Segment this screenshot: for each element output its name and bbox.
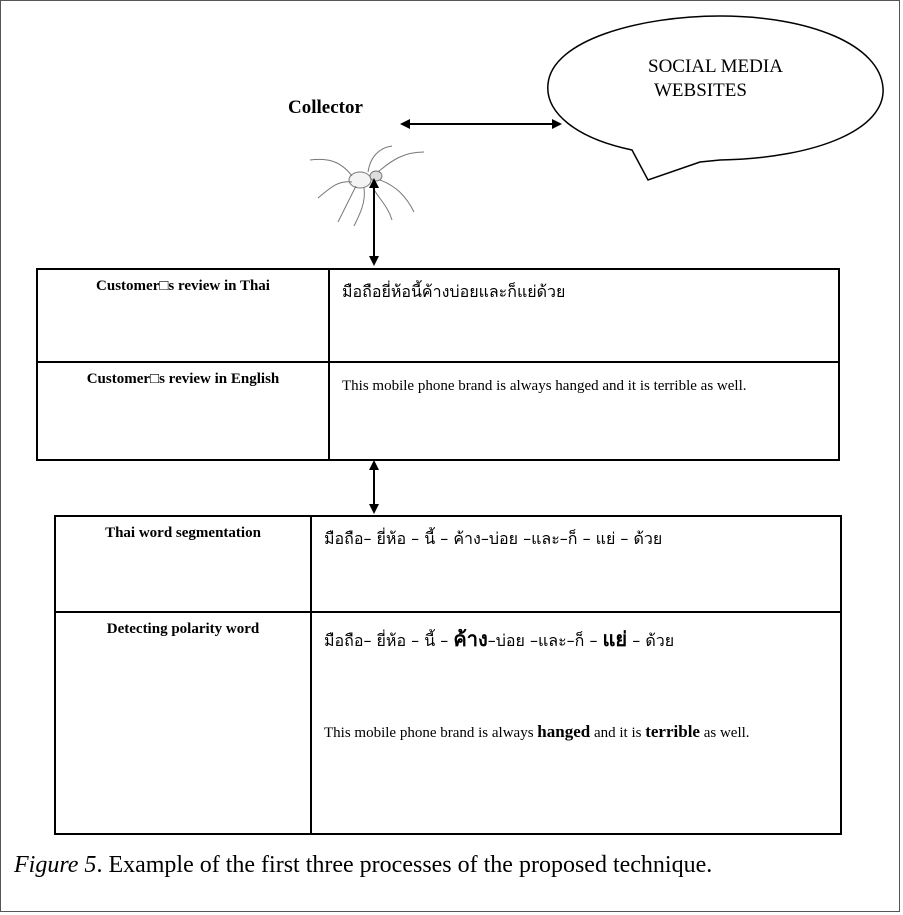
table-row: Customer□s review in English This mobile… [36, 361, 840, 461]
label-thai-review: Customer□s review in Thai [36, 268, 330, 363]
thai-text: มือถือ– ยี่ห้อ – นี้ – [324, 631, 454, 650]
speech-bubble [547, 15, 884, 181]
label-polarity-detection: Detecting polarity word [54, 611, 312, 835]
review-table: Customer□s review in Thai มือถือยี่ห้อนี… [36, 268, 840, 461]
collector-label: Collector [288, 97, 363, 118]
value-english-review: This mobile phone brand is always hanged… [328, 361, 840, 461]
spider-icon [309, 145, 425, 227]
table-row: Detecting polarity word มือถือ– ยี่ห้อ –… [54, 611, 842, 835]
figure-caption: Figure 5. Example of the first three pro… [14, 852, 712, 879]
bubble-label: SOCIAL MEDIA WEBSITES [648, 55, 783, 103]
thai-text: –บ่อย –และ–ก็ – [487, 631, 603, 650]
thai-text: – ด้วย [627, 631, 675, 650]
value-polarity-detection: มือถือ– ยี่ห้อ – นี้ – ค้าง–บ่อย –และ–ก็… [310, 611, 842, 835]
polarity-word: แย่ [602, 627, 628, 651]
bubble-label-line2: WEBSITES [654, 80, 747, 101]
caption-text: . Example of the first three processes o… [96, 852, 713, 878]
label-word-segmentation: Thai word segmentation [54, 515, 312, 613]
bubble-label-line1: SOCIAL MEDIA [648, 56, 783, 77]
polarity-word: ค้าง [453, 627, 488, 651]
table-row: Thai word segmentation มือถือ– ยี่ห้อ – … [54, 515, 842, 613]
english-text: as well. [699, 725, 750, 741]
english-text: and it is [590, 725, 646, 741]
polarity-word: hanged [537, 722, 591, 741]
polarity-english-line: This mobile phone brand is always hanged… [312, 709, 840, 750]
value-thai-review: มือถือยี่ห้อนี้ค้างบ่อยและก็แย่ด้วย [328, 268, 840, 363]
polarity-thai-line: มือถือ– ยี่ห้อ – นี้ – ค้าง–บ่อย –และ–ก็… [312, 613, 840, 655]
english-text: This mobile phone brand is always [324, 725, 538, 741]
processing-table: Thai word segmentation มือถือ– ยี่ห้อ – … [54, 515, 842, 835]
polarity-word: terrible [645, 722, 700, 741]
figure-label: Figure 5 [14, 852, 97, 878]
label-english-review: Customer□s review in English [36, 361, 330, 461]
value-word-segmentation: มือถือ– ยี่ห้อ – นี้ – ค้าง–บ่อย –และ–ก็… [310, 515, 842, 613]
table-row: Customer□s review in Thai มือถือยี่ห้อนี… [36, 268, 840, 363]
